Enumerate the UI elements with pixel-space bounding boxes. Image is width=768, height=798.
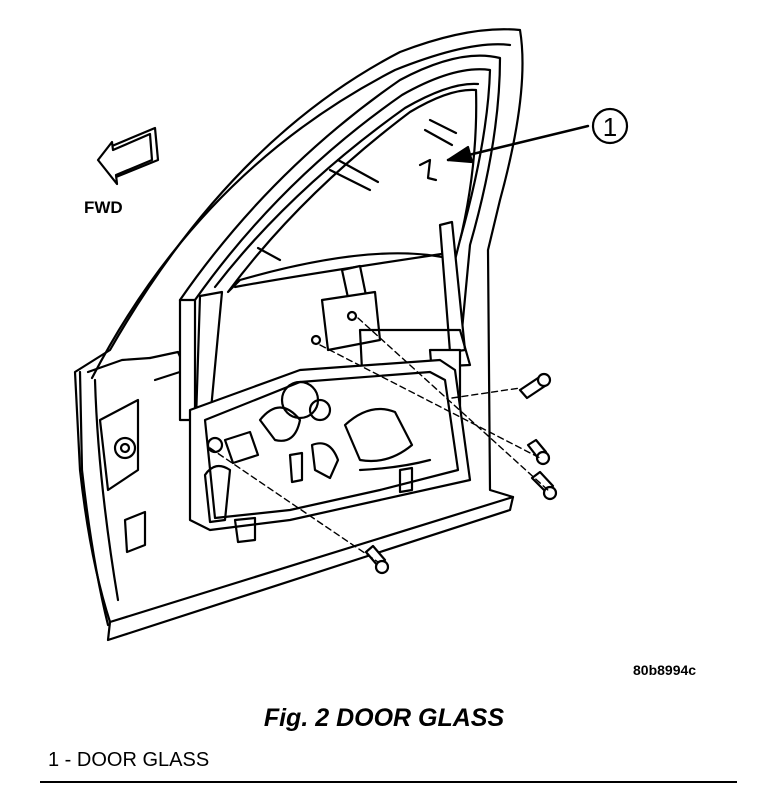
divider (40, 781, 737, 783)
image-code: 80b8994c (633, 662, 697, 678)
mounting-bolt (364, 544, 390, 575)
mounting-bolt (530, 470, 558, 501)
figure-title: Fig. 2 DOOR GLASS (263, 704, 505, 732)
callout-circle (591, 107, 629, 145)
callout-leader (446, 124, 590, 164)
inner-panel (188, 358, 472, 544)
fwd-label: FWD (84, 198, 123, 217)
window-frame (178, 54, 502, 422)
mounting-bolt (526, 438, 551, 466)
fwd-arrow-icon (96, 126, 160, 186)
mounting-bolt (518, 372, 552, 400)
callout-number: 1 (603, 112, 617, 142)
legend-item: 1 - DOOR GLASS (48, 749, 210, 771)
alignment-lines (209, 317, 551, 563)
door-glass-diagram: 1 (73, 28, 629, 642)
door-glass (226, 88, 478, 294)
